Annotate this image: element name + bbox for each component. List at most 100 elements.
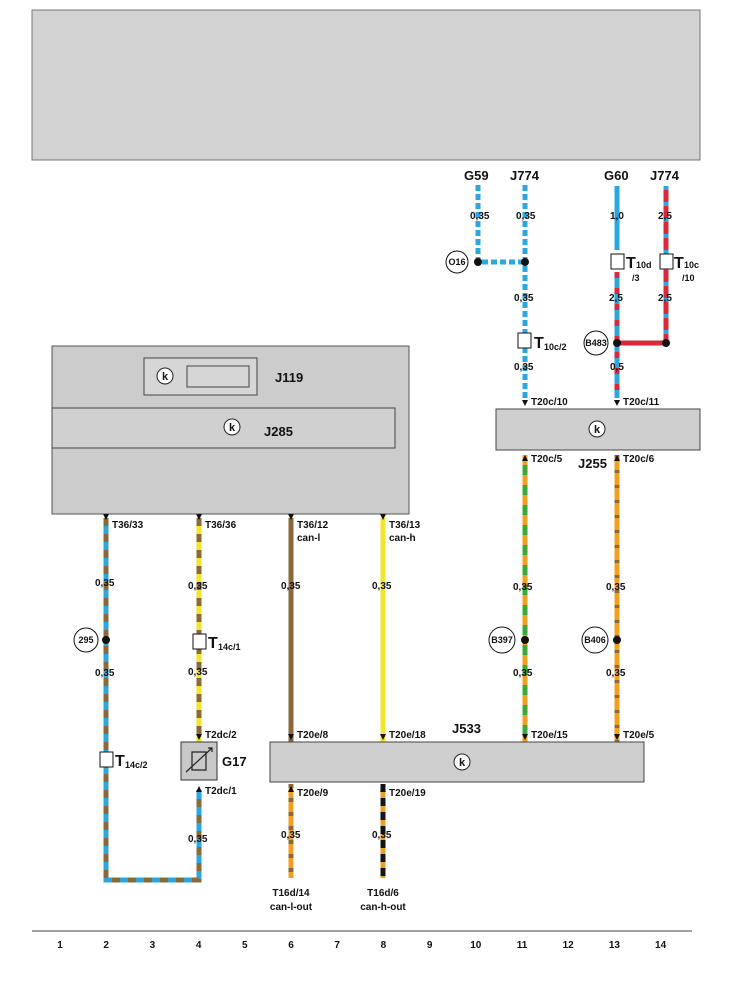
plug-icon [192, 633, 207, 650]
plug-icon [99, 751, 114, 768]
header-panel [31, 9, 701, 161]
label-j774-left: J774 [510, 168, 540, 183]
svg-text:1,0: 1,0 [610, 211, 624, 222]
can-icon [453, 753, 471, 771]
splice-b483-ring [583, 330, 609, 356]
svg-text:T2dc/2: T2dc/2 [205, 730, 237, 741]
svg-text:14c/2: 14c/2 [125, 760, 148, 770]
wire-col2-stripe [103, 518, 202, 883]
svg-text:T: T [208, 635, 218, 652]
svg-text:T20c/11: T20c/11 [623, 397, 660, 408]
label-j119: J119 [275, 370, 303, 385]
label-j285: J285 [264, 424, 293, 439]
svg-text:0,35: 0,35 [95, 578, 115, 589]
ruler-number: 8 [381, 940, 387, 951]
ruler-number: 14 [655, 940, 667, 951]
can-icon-glyph: k [162, 371, 169, 383]
splices [73, 250, 670, 654]
svg-text:2,5: 2,5 [609, 293, 623, 304]
svg-text:T2dc/1: T2dc/1 [205, 786, 237, 797]
splice-b483: B483 [585, 338, 607, 348]
splice-o16: O16 [448, 257, 465, 267]
can-icon [156, 367, 174, 385]
ruler-number: 11 [517, 940, 528, 951]
svg-text:0,35: 0,35 [516, 211, 536, 222]
ruler-number: 2 [103, 940, 109, 951]
svg-text:T20e/19: T20e/19 [389, 788, 426, 799]
svg-text:0,35: 0,35 [513, 582, 533, 593]
connector-icons [99, 253, 674, 768]
svg-text:0,5: 0,5 [610, 362, 624, 373]
svg-text:T36/12: T36/12 [297, 520, 329, 531]
svg-text:T20e/15: T20e/15 [531, 730, 568, 741]
svg-text:0,35: 0,35 [514, 362, 534, 373]
svg-text:T20e/5: T20e/5 [623, 730, 655, 741]
svg-text:can-l-out: can-l-out [270, 902, 313, 913]
svg-text:T20c/5: T20c/5 [531, 454, 563, 465]
can-icon-glyph: k [459, 757, 466, 769]
label-g17: G17 [222, 754, 247, 769]
svg-text:T36/13: T36/13 [389, 520, 421, 531]
svg-text:T36/36: T36/36 [205, 520, 237, 531]
svg-text:2,5: 2,5 [658, 211, 672, 222]
ruler-number: 9 [427, 940, 433, 951]
ruler-number: 6 [288, 940, 294, 951]
svg-text:0,35: 0,35 [606, 668, 626, 679]
svg-text:T20c/10: T20c/10 [531, 397, 568, 408]
k-symbols [156, 367, 606, 771]
svg-text:T20e/8: T20e/8 [297, 730, 329, 741]
svg-text:T: T [534, 335, 544, 352]
splice-b397-ring [488, 626, 516, 654]
splice-b406: B406 [584, 635, 606, 645]
label-j255: J255 [578, 456, 607, 471]
label-g60: G60 [604, 168, 629, 183]
ruler-number: 1 [57, 940, 63, 951]
svg-text:0,35: 0,35 [514, 293, 534, 304]
can-icon [223, 418, 241, 436]
can-icon-glyph: k [229, 422, 236, 434]
svg-text:0,35: 0,35 [281, 581, 301, 592]
svg-text:0,35: 0,35 [281, 830, 301, 841]
svg-text:0,35: 0,35 [513, 668, 533, 679]
wire-col2 [103, 518, 202, 883]
svg-text:T20e/9: T20e/9 [297, 788, 329, 799]
svg-text:T20e/18: T20e/18 [389, 730, 426, 741]
svg-text:T16d/14: T16d/14 [272, 888, 310, 899]
label-g59: G59 [464, 168, 489, 183]
plug-icon [610, 253, 625, 270]
svg-text:can-h-out: can-h-out [360, 902, 406, 913]
svg-text:0,35: 0,35 [95, 668, 115, 679]
can-icon [588, 420, 606, 438]
svg-text:T: T [626, 255, 636, 272]
svg-text:T16d/6: T16d/6 [367, 888, 399, 899]
svg-text:14c/1: 14c/1 [218, 642, 241, 652]
svg-text:0,35: 0,35 [470, 211, 490, 222]
splice-295-ring [73, 627, 99, 653]
j285-bar [51, 407, 396, 449]
svg-text:can-h: can-h [389, 533, 416, 544]
svg-text:10d: 10d [636, 260, 652, 270]
svg-text:0,35: 0,35 [372, 830, 392, 841]
plug-icon [517, 332, 532, 349]
potentiometer-icon [185, 747, 213, 773]
svg-text:2,5: 2,5 [658, 293, 672, 304]
svg-text:can-l: can-l [297, 533, 321, 544]
ruler-number: 3 [150, 940, 156, 951]
wires [103, 185, 669, 883]
svg-text:10c: 10c [684, 260, 699, 270]
arrows [103, 400, 620, 792]
svg-text:T: T [115, 753, 125, 770]
svg-text:/10: /10 [682, 273, 695, 283]
wire-g59 [475, 185, 525, 265]
can-icon-glyph: k [594, 424, 601, 436]
splice-o16-ring [445, 250, 469, 274]
svg-text:0,35: 0,35 [188, 667, 208, 678]
svg-text:/3: /3 [632, 273, 640, 283]
svg-text:T20c/6: T20c/6 [623, 454, 655, 465]
svg-text:10c/2: 10c/2 [544, 342, 567, 352]
svg-text:0,35: 0,35 [188, 581, 208, 592]
splice-b397: B397 [491, 635, 513, 645]
ruler-number: 12 [563, 940, 575, 951]
